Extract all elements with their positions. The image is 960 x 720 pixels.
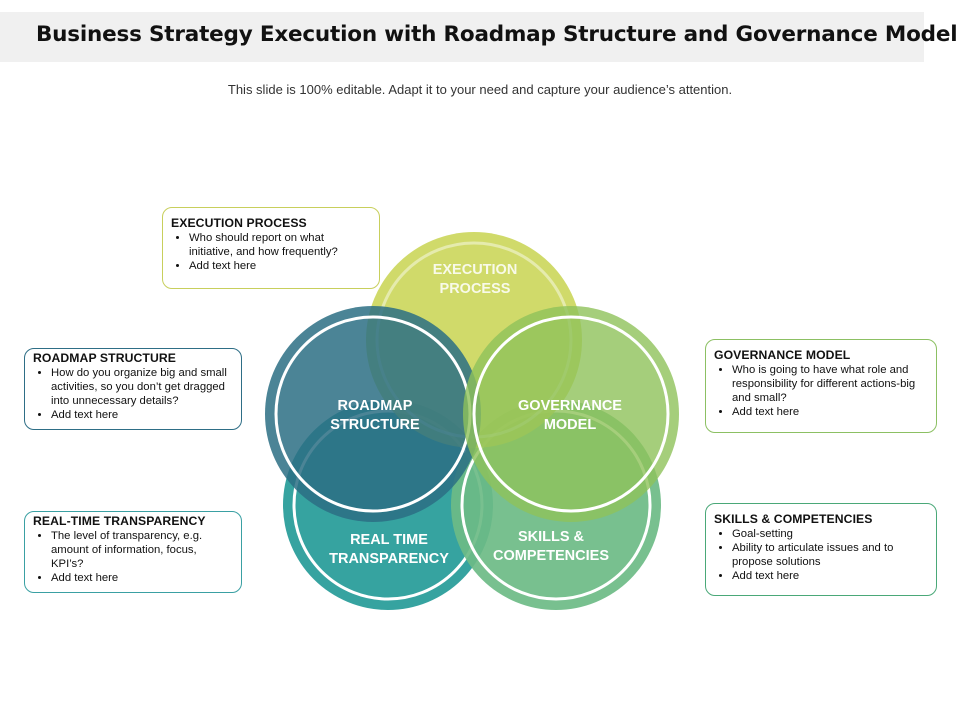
- box-skills-competencies: SKILLS & COMPETENCIES Goal-setting Abili…: [705, 503, 937, 596]
- box-execution-list: Who should report on what initiative, an…: [171, 231, 369, 273]
- circle-governance[interactable]: [463, 306, 679, 522]
- box-skills-title: SKILLS & COMPETENCIES: [714, 512, 873, 526]
- label-roadmap-line2: STRUCTURE: [330, 417, 420, 433]
- list-item: Ability to articulate issues and to prop…: [732, 541, 926, 569]
- list-item: Add text here: [732, 569, 926, 583]
- box-execution-process: EXECUTION PROCESS Who should report on w…: [162, 207, 380, 289]
- label-skills-line2: COMPETENCIES: [493, 548, 609, 564]
- box-governance-list: Who is going to have what role and respo…: [714, 363, 926, 419]
- box-real-time-transparency: REAL-TIME TRANSPARENCY The level of tran…: [24, 511, 242, 593]
- list-item: Add text here: [51, 408, 231, 422]
- label-transparency-line2: TRANSPARENCY: [329, 551, 449, 567]
- box-roadmap-list: How do you organize big and small activi…: [33, 366, 231, 422]
- list-item: Add text here: [189, 259, 369, 273]
- list-item: Goal-setting: [732, 527, 926, 541]
- box-roadmap-structure: ROADMAP STRUCTURE How do you organize bi…: [24, 348, 242, 430]
- list-item: Who is going to have what role and respo…: [732, 363, 926, 405]
- circle-roadmap[interactable]: [265, 306, 481, 522]
- circle-governance-ring: [472, 315, 670, 513]
- label-governance-line2: MODEL: [544, 417, 597, 433]
- box-governance-title: GOVERNANCE MODEL: [714, 348, 851, 362]
- label-execution-line2: PROCESS: [440, 281, 511, 297]
- box-roadmap-title: ROADMAP STRUCTURE: [33, 351, 176, 365]
- list-item: Add text here: [732, 405, 926, 419]
- list-item: Who should report on what initiative, an…: [189, 231, 369, 259]
- list-item: How do you organize big and small activi…: [51, 366, 231, 408]
- circle-governance-fill: [463, 306, 679, 522]
- box-skills-list: Goal-setting Ability to articulate issue…: [714, 527, 926, 583]
- slide-title: Business Strategy Execution with Roadmap…: [36, 22, 958, 47]
- box-transparency-title: REAL-TIME TRANSPARENCY: [33, 514, 206, 528]
- label-governance-line1: GOVERNANCE: [518, 398, 622, 414]
- box-governance-model: GOVERNANCE MODEL Who is going to have wh…: [705, 339, 937, 433]
- circle-roadmap-fill: [265, 306, 481, 522]
- list-item: The level of transparency, e.g. amount o…: [51, 529, 231, 571]
- title-bar: Business Strategy Execution with Roadmap…: [0, 12, 958, 62]
- label-skills-line1: SKILLS &: [518, 529, 585, 545]
- box-execution-title: EXECUTION PROCESS: [171, 216, 307, 230]
- box-transparency-list: The level of transparency, e.g. amount o…: [33, 529, 231, 585]
- slide-subtitle: This slide is 100% editable. Adapt it to…: [227, 82, 733, 97]
- label-roadmap-line1: ROADMAP: [338, 398, 413, 414]
- list-item: Add text here: [51, 571, 231, 585]
- label-transparency-line1: REAL TIME: [350, 532, 428, 548]
- label-execution-line1: EXECUTION: [433, 262, 518, 278]
